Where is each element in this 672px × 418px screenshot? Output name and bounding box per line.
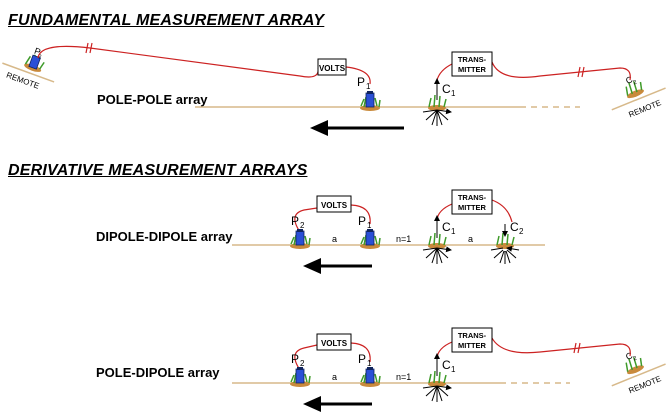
- transmitter-label-2: MITTER: [458, 203, 486, 212]
- p1-electrode: [359, 366, 381, 388]
- transmitter-label-2: MITTER: [458, 341, 486, 350]
- remote-left-label: REMOTE: [5, 71, 40, 91]
- volts-wire-p1: [350, 342, 371, 363]
- direction-arrowhead: [310, 120, 328, 136]
- c2-electrode: [491, 232, 519, 264]
- transmitter-wire-c1: [436, 341, 453, 359]
- p2-label: P: [291, 352, 299, 366]
- volts-box-label: VOLTS: [321, 201, 348, 210]
- p1-sub: 1: [367, 359, 372, 368]
- direction-arrowhead: [303, 258, 321, 274]
- p1-sub: 1: [366, 82, 371, 91]
- p2-sub: 2: [300, 359, 305, 368]
- spacing-a-current: a: [468, 234, 473, 244]
- c2-remote-label: C: [624, 350, 634, 362]
- pole-pole-label: POLE-POLE array: [97, 92, 208, 107]
- pole-dipole-array: C 2 REMOTE VOLTS TRANS- MITTER P 2 P 1 a…: [232, 327, 666, 412]
- c2-remote-sub: 2: [632, 355, 638, 362]
- remote-p2: P 2 REMOTE: [2, 46, 55, 91]
- spacing-a-potential: a: [332, 372, 337, 382]
- volts-wire-p2: [294, 207, 318, 233]
- remote-c2: C 2 REMOTE: [611, 350, 666, 395]
- p2-remote-sub: 2: [37, 54, 43, 61]
- transmitter-label-1: TRANS-: [458, 55, 487, 64]
- p1-electrode: [359, 228, 381, 250]
- dipole-dipole-array: VOLTS TRANS- MITTER P 2 P 1 a n=1 C 1 a …: [232, 189, 545, 274]
- transmitter-box: [451, 189, 493, 215]
- wire-break: [581, 66, 585, 78]
- volts-box: [317, 58, 347, 76]
- p2-electrode: [289, 228, 311, 250]
- transmitter-wire-c2: [491, 199, 513, 223]
- n-label: n=1: [396, 372, 411, 382]
- c2-label: C: [510, 220, 519, 234]
- transmitter-box: [451, 327, 493, 353]
- spacing-a-potential: a: [332, 234, 337, 244]
- volts-wire-p2: [294, 344, 318, 371]
- c1-label: C: [442, 358, 451, 372]
- p1-label: P: [358, 352, 366, 366]
- c1-sub: 1: [451, 227, 456, 236]
- remote-c2: C 2 REMOTE: [611, 74, 666, 119]
- c1-sub: 1: [451, 365, 456, 374]
- transmitter-box: [451, 51, 493, 77]
- volts-box-label: VOLTS: [319, 64, 346, 73]
- derivative-heading: DERIVATIVE MEASUREMENT ARRAYS: [8, 162, 308, 179]
- p2-label: P: [291, 214, 299, 228]
- dipole-dipole-label: DIPOLE-DIPOLE array: [96, 229, 233, 244]
- wire-break: [573, 342, 577, 354]
- pole-pole-array: P 2 REMOTE C 2 REMOTE VOLTS TRANS- MITTE…: [2, 42, 666, 136]
- c2-remote-label: C: [624, 74, 634, 86]
- c1-label: C: [442, 82, 451, 96]
- wire-break: [577, 342, 581, 354]
- p1-label: P: [358, 214, 366, 228]
- transmitter-wire-c2: [491, 61, 631, 81]
- direction-arrowhead: [303, 396, 321, 412]
- fundamental-heading: FUNDAMENTAL MEASUREMENT ARRAY: [8, 12, 325, 29]
- c1-label: C: [442, 220, 451, 234]
- transmitter-label-2: MITTER: [458, 65, 486, 74]
- p2-electrode: [289, 366, 311, 388]
- pole-dipole-label: POLE-DIPOLE array: [96, 365, 220, 380]
- c1-sub: 1: [451, 89, 456, 98]
- p1-sub: 1: [367, 221, 372, 230]
- p1-label: P: [357, 75, 365, 89]
- volts-wire: [37, 45, 319, 78]
- wire-break: [89, 42, 93, 54]
- p2-remote-label: P: [33, 46, 42, 57]
- n-label: n=1: [396, 234, 411, 244]
- volts-box: [316, 333, 352, 351]
- volts-box-label: VOLTS: [321, 339, 348, 348]
- transmitter-wire-c1: [436, 63, 453, 81]
- c2-remote-sub: 2: [632, 79, 638, 86]
- volts-wire-p1: [350, 204, 371, 225]
- transmitter-label-1: TRANS-: [458, 331, 487, 340]
- transmitter-wire-c1: [436, 203, 453, 221]
- p1-electrode: [359, 90, 381, 112]
- c2-sub: 2: [519, 227, 524, 236]
- transmitter-wire-c2: [491, 337, 631, 357]
- wire-break: [577, 66, 581, 78]
- volts-wire-p1: [345, 66, 371, 85]
- volts-box: [316, 195, 352, 213]
- p2-sub: 2: [300, 221, 305, 230]
- transmitter-label-1: TRANS-: [458, 193, 487, 202]
- wire-break: [85, 42, 89, 54]
